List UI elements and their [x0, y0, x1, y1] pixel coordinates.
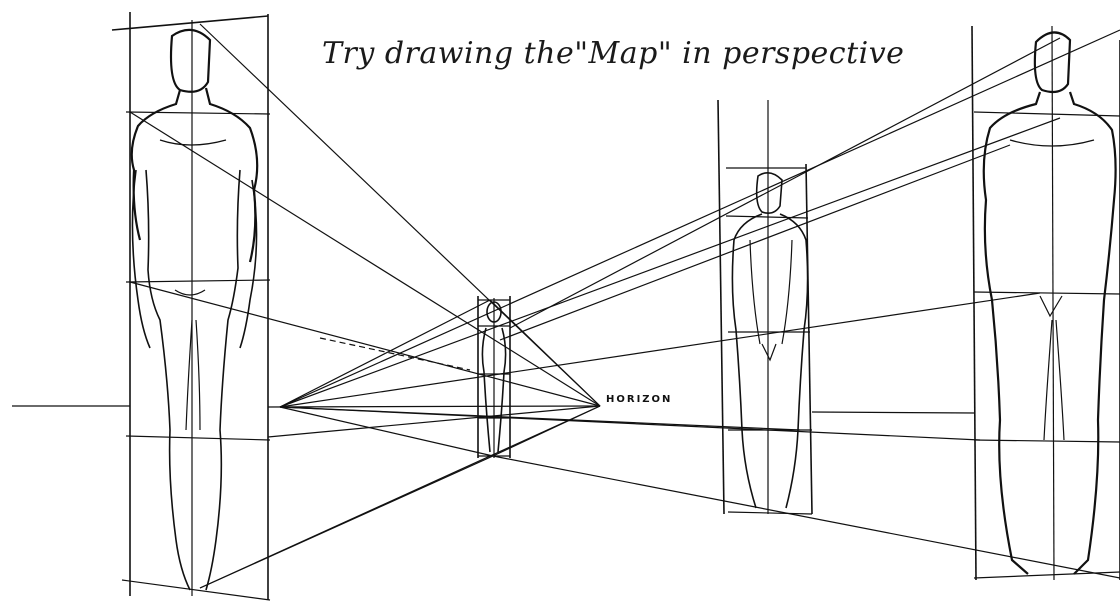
figure-middle-right — [718, 100, 812, 514]
figure-right-large — [972, 26, 1120, 580]
horizon-label: HORIZON — [606, 394, 672, 405]
page-title: Try drawing the"Map" in perspective — [322, 36, 902, 71]
perspective-construction-lines — [130, 24, 1120, 588]
figure-left-large — [112, 12, 270, 600]
